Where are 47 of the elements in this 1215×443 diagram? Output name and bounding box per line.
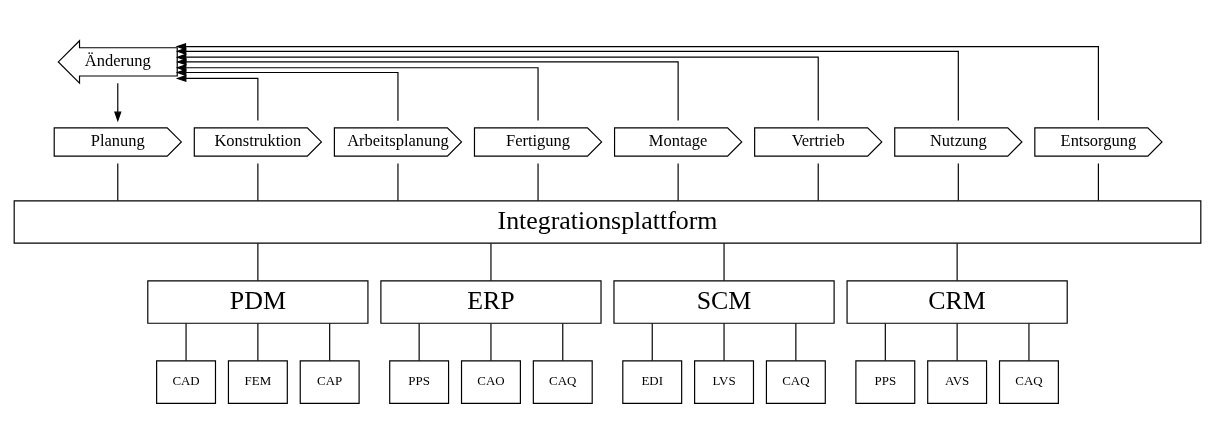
arrow: [175, 74, 259, 121]
connector: [651, 322, 653, 361]
connector: [257, 242, 259, 281]
connector: [117, 162, 119, 201]
node-box: CAQ: [532, 359, 593, 404]
arrow: [114, 82, 122, 122]
node-box: CRM: [846, 279, 1068, 324]
node-box: FEM: [227, 359, 288, 404]
connector: [257, 162, 259, 201]
arrow: [175, 57, 679, 121]
connector: [884, 322, 886, 361]
connector: [490, 242, 492, 281]
node-box: CAO: [460, 359, 521, 404]
arrow: [175, 52, 819, 121]
connector: [185, 322, 187, 361]
node-box: ERP: [380, 279, 602, 324]
node-box: CAP: [299, 359, 360, 404]
connector: [1097, 162, 1099, 201]
node-box: PPS: [389, 359, 450, 404]
node-box: CAQ: [765, 359, 826, 404]
connector: [723, 322, 725, 361]
node-box: CAD: [156, 359, 217, 404]
node-box: PDM: [147, 279, 369, 324]
node-box: AVS: [927, 359, 988, 404]
arrow: [175, 68, 399, 121]
node-box: LVS: [694, 359, 755, 404]
connector: [956, 242, 958, 281]
connector: [723, 242, 725, 281]
connector: [397, 162, 399, 201]
connector: [490, 322, 492, 361]
node-box: CAQ: [998, 359, 1059, 404]
connector: [537, 162, 539, 201]
arrow: [175, 63, 539, 121]
connector: [1028, 322, 1030, 361]
node-box: EDI: [622, 359, 683, 404]
node-box: PPS: [855, 359, 916, 404]
connector: [257, 322, 259, 361]
connector: [956, 322, 958, 361]
connector: [795, 322, 797, 361]
connector: [418, 322, 420, 361]
connector: [677, 162, 679, 201]
connector: [562, 322, 564, 361]
node-box: Integrationsplattform: [13, 199, 1202, 244]
connector: [957, 162, 959, 201]
connector: [329, 322, 331, 361]
connector: [817, 162, 819, 201]
node-box: SCM: [613, 279, 835, 324]
